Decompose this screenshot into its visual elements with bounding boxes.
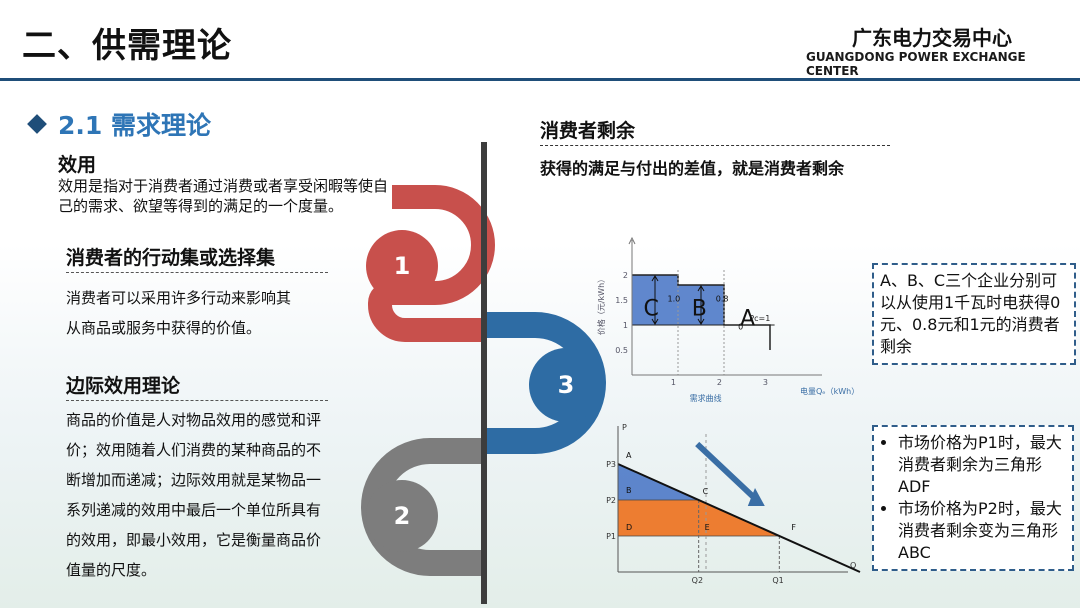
badge-2-label: 2 xyxy=(393,502,411,530)
action-set-heading: 消费者的行动集或选择集 xyxy=(66,247,276,269)
page-title: 二、供需理论 xyxy=(22,26,232,66)
body-line: 价；效用随着人们消费的某种商品的不 xyxy=(66,441,322,459)
surplus-triangle-ABC xyxy=(618,464,699,500)
section-title: 2.1 需求理论 xyxy=(27,106,211,142)
utility-body: 效用是指对于消费者通过消费或者享受闲暇等使自己的需求、欲望等得到的满足的一个度量… xyxy=(58,177,389,215)
body-line: 断增加而递减；边际效用就是某物品一 xyxy=(66,471,322,489)
point-label: E xyxy=(705,523,710,532)
shift-arrow xyxy=(695,441,761,505)
body-line: 消费者可以采用许多行动来影响其 xyxy=(66,289,292,307)
point-label: D xyxy=(626,523,632,532)
step-demand-chart: Pc=1 0.5 1 1.5 2 1 2 3 价格（元/kWh） 电量Qₑ（kWh） 需求曲线 C 1.… xyxy=(596,236,859,403)
org-logo-chinese: 广东电力交易中心 xyxy=(852,26,1012,50)
badge-3-circle xyxy=(529,348,603,422)
org-logo-english: GUANGDONG POWER EXCHANGE CENTER xyxy=(806,50,1026,78)
badge-2-circle xyxy=(366,480,438,552)
marginal-utility-heading: 边际效用理论 xyxy=(66,375,181,397)
vertical-divider xyxy=(481,142,487,604)
red-connector xyxy=(368,185,495,342)
note-box-firms: A、B、C三个企业分别可以从使用1千瓦时电获得0元、0.8元和1元的消费者剩余 xyxy=(872,263,1076,365)
surplus-value: 0 xyxy=(738,323,743,332)
y-axis-label: P xyxy=(622,423,627,432)
shift-arrow-head-icon xyxy=(747,488,765,506)
utility-heading: 效用 xyxy=(58,154,97,176)
y-axis-label: 价格（元/kWh） xyxy=(596,275,606,335)
consumer-surplus-heading: 消费者剩余 xyxy=(540,120,636,142)
y-tick-label: 0.5 xyxy=(615,346,628,355)
consumer-surplus-definition: 获得的满足与付出的差值，就是消费者剩余 xyxy=(540,159,845,178)
arrow-head-icon xyxy=(697,318,705,325)
x-axis-label: Q xyxy=(850,561,856,570)
x-tick-label: 1 xyxy=(671,378,676,387)
y-axis-arrow-icon xyxy=(628,236,636,245)
quantity-tick-label: Q2 xyxy=(692,576,703,585)
demand-line xyxy=(617,463,861,573)
body-line: 值量的尺度。 xyxy=(66,561,157,579)
badge-1-circle xyxy=(366,230,438,302)
chart-caption: 需求曲线 xyxy=(690,393,722,403)
y-tick-label: 1 xyxy=(623,321,628,330)
quantity-tick-label: Q1 xyxy=(772,576,783,585)
note-item: 市场价格为P2时，最大消费者剩余变为三角形ABC xyxy=(898,498,1068,564)
dashed-divider xyxy=(66,400,328,401)
body-line: 商品的价值是人对物品效用的感觉和评 xyxy=(66,411,322,429)
body-line: 的效用，即最小效用，它是衡量商品价 xyxy=(66,531,322,549)
surplus-value: 1.0 xyxy=(668,295,681,304)
surplus-letter: C xyxy=(644,297,659,322)
y-tick-label: 2 xyxy=(623,271,628,280)
x-tick-label: 3 xyxy=(763,378,768,387)
price-tick-label: P2 xyxy=(606,496,616,505)
section-title-text: 2.1 需求理论 xyxy=(58,111,211,140)
point-label: F xyxy=(791,523,796,532)
badge-3-label: 3 xyxy=(557,371,575,399)
dashed-divider xyxy=(540,145,890,146)
note-box-market-price: 市场价格为P1时，最大消费者剩余为三角形ADF 市场价格为P2时，最大消费者剩余… xyxy=(872,425,1074,571)
dashed-divider xyxy=(66,272,328,273)
x-tick-label: 2 xyxy=(717,378,722,387)
market-price-label: Pc=1 xyxy=(749,314,770,323)
header-divider xyxy=(0,78,1080,81)
note-item: 市场价格为P1时，最大消费者剩余为三角形ADF xyxy=(898,432,1068,498)
surplus-letter: B xyxy=(692,297,707,322)
y-tick-label: 1.5 xyxy=(615,296,628,305)
arrow-head-icon xyxy=(651,318,659,325)
body-line: 系列递减的效用中最后一个单位所具有 xyxy=(66,501,322,519)
price-tick-label: P3 xyxy=(606,460,616,469)
point-label: B xyxy=(626,486,632,495)
x-axis-label: 电量Qₑ（kWh） xyxy=(800,386,859,396)
marginal-utility-body: 商品的价值是人对物品效用的感觉和评 价；效用随着人们消费的某种商品的不 断增加而… xyxy=(66,405,321,585)
badge-1-label: 1 xyxy=(393,252,411,280)
action-set-body: 消费者可以采用许多行动来影响其 从商品或服务中获得的价值。 xyxy=(66,283,291,343)
surplus-letter: A xyxy=(740,307,755,332)
point-label: A xyxy=(626,451,632,460)
body-line: 从商品或服务中获得的价值。 xyxy=(66,319,262,337)
point-label: C xyxy=(703,487,709,496)
arrow-head-icon xyxy=(651,275,659,282)
price-tick-label: P1 xyxy=(606,532,616,541)
arrow-head-icon xyxy=(697,285,705,292)
surplus-value: 0.8 xyxy=(716,295,729,304)
